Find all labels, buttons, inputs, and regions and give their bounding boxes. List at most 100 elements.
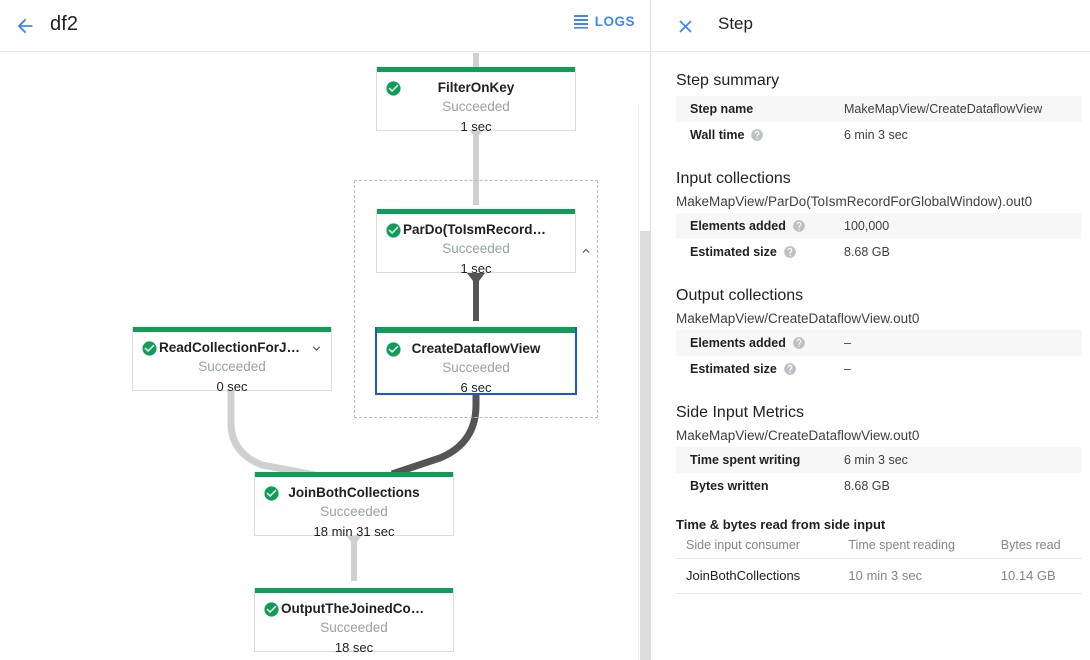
node-body: JoinBothCollections Succeeded 18 min 31 …: [255, 477, 453, 541]
row-key: Elements added: [690, 219, 786, 233]
logs-label: LOGS: [594, 13, 635, 29]
cell-time: 10 min 3 sec: [838, 558, 991, 594]
node-name: ParDo(ToIsmRecordFor…: [403, 222, 568, 237]
node-time: 6 sec: [460, 380, 492, 395]
node-time: 1 sec: [460, 261, 492, 276]
help-icon[interactable]: [750, 128, 764, 142]
node-time: 18 min 31 sec: [313, 524, 395, 539]
section-heading-step-summary: Step summary: [676, 72, 780, 89]
graph-node-read-collection-for-join[interactable]: ReadCollectionForJoin Succeeded 0 sec: [132, 327, 332, 394]
table-row: Estimated size 8.68 GB: [676, 239, 1082, 265]
graph-node-output-the-joined-collection[interactable]: OutputTheJoinedCollec… Succeeded 18 sec: [254, 588, 454, 655]
help-icon[interactable]: [792, 336, 806, 350]
row-value: 6 min 3 sec: [844, 453, 908, 467]
node-status: Succeeded: [442, 99, 510, 114]
graph-node-create-dataflow-view[interactable]: CreateDataflowView Succeeded 6 sec: [375, 327, 577, 395]
node-name: CreateDataflowView: [411, 341, 541, 356]
node-body: CreateDataflowView Succeeded 6 sec: [377, 333, 575, 397]
logs-button[interactable]: LOGS: [573, 13, 635, 29]
top-bar: df2 LOGS: [0, 0, 650, 52]
check-circle-icon: [386, 81, 401, 96]
node-time: 18 sec: [334, 640, 374, 655]
column-header-bytes: Bytes read: [990, 534, 1082, 559]
row-key: Estimated size: [690, 245, 777, 259]
step-detail-panel: Step Step summary Step name MakeMapView/…: [652, 0, 1090, 660]
node-status: Succeeded: [198, 359, 266, 374]
step-summary-table: Step name MakeMapView/CreateDataflowView…: [676, 96, 1082, 148]
table-row: Bytes written 8.68 GB: [676, 473, 1082, 499]
page-title: df2: [50, 13, 79, 35]
column-header-consumer: Side input consumer: [676, 534, 839, 559]
cell-bytes: 10.14 GB: [990, 558, 1082, 594]
row-value: 8.68 GB: [844, 245, 890, 259]
check-circle-icon: [142, 341, 157, 356]
close-x-icon[interactable]: [670, 11, 700, 41]
node-body: OutputTheJoinedCollec… Succeeded 18 sec: [255, 593, 453, 657]
node-body: FilterOnKey Succeeded 1 sec: [377, 72, 575, 136]
node-time: 1 sec: [460, 119, 492, 134]
row-value: MakeMapView/CreateDataflowView: [844, 102, 1043, 116]
node-status-bar: [377, 327, 575, 333]
side-input-reads-table: Side input consumer Time spent reading B…: [676, 534, 1082, 594]
table-row: Wall time 6 min 3 sec: [676, 122, 1082, 148]
section-heading-side-input-metrics: Side Input Metrics: [676, 404, 805, 421]
node-status: Succeeded: [442, 360, 510, 375]
graph-edges: [223, 53, 485, 581]
node-status: Succeeded: [320, 504, 388, 519]
node-time: 0 sec: [216, 379, 248, 394]
table-row: Estimated size –: [676, 356, 1082, 382]
panel-header: Step: [652, 0, 1090, 52]
row-key: Wall time: [690, 128, 745, 142]
graph-node-filter-on-key[interactable]: FilterOnKey Succeeded 1 sec: [376, 67, 576, 134]
row-key: Step name: [690, 102, 754, 116]
logs-list-icon: [573, 15, 588, 29]
node-name: OutputTheJoinedCollec…: [281, 601, 447, 616]
table-row: Elements added 100,000: [676, 213, 1082, 239]
check-circle-icon: [386, 223, 401, 238]
row-value: 100,000: [844, 219, 890, 233]
row-key: Bytes written: [690, 479, 769, 493]
check-circle-icon: [264, 602, 279, 617]
chevron-down-icon[interactable]: [309, 341, 324, 356]
table-row: JoinBothCollections 10 min 3 sec 10.14 G…: [676, 558, 1082, 594]
node-status: Succeeded: [320, 620, 388, 635]
node-body: ParDo(ToIsmRecordFor… Succeeded 1 sec: [377, 214, 575, 278]
column-header-time: Time spent reading: [838, 534, 991, 559]
table-row: Elements added –: [676, 330, 1082, 356]
row-value: 6 min 3 sec: [844, 128, 908, 142]
output-collections-table: Elements added – Estimated size –: [676, 330, 1082, 382]
row-value: –: [844, 362, 851, 376]
output-collection-name: MakeMapView/CreateDataflowView.out0: [676, 311, 920, 326]
panel-scrollbar-thumb[interactable]: [640, 231, 650, 660]
graph-node-pardo-toismrecordfor[interactable]: ParDo(ToIsmRecordFor… Succeeded 1 sec: [376, 209, 576, 276]
arrow-left-icon[interactable]: [8, 9, 42, 43]
row-value: 8.68 GB: [844, 479, 890, 493]
cell-consumer: JoinBothCollections: [676, 558, 839, 594]
check-circle-icon: [264, 486, 279, 501]
row-key: Time spent writing: [690, 453, 801, 467]
node-body: ReadCollectionForJoin Succeeded 0 sec: [133, 332, 331, 396]
node-status-bar: [377, 67, 575, 72]
table-header-row: Side input consumer Time spent reading B…: [676, 534, 1082, 559]
node-status-bar: [133, 327, 331, 332]
graph-node-join-both-collections[interactable]: JoinBothCollections Succeeded 18 min 31 …: [254, 472, 454, 539]
job-graph-pane: df2 LOGS: [0, 0, 651, 660]
node-name: ReadCollectionForJoin: [159, 340, 307, 355]
help-icon[interactable]: [792, 219, 806, 233]
help-icon[interactable]: [783, 362, 797, 376]
group-makemapview[interactable]: [354, 180, 598, 418]
pipeline-graph-canvas[interactable]: MakeMapView FilterOnKey Succeeded 1 sec: [0, 53, 650, 660]
table-row: Time spent writing 6 min 3 sec: [676, 447, 1082, 473]
check-circle-icon: [386, 342, 401, 357]
node-name: JoinBothCollections: [288, 485, 420, 500]
section-heading-output-collections: Output collections: [676, 287, 804, 304]
node-status: Succeeded: [442, 241, 510, 256]
node-name: FilterOnKey: [437, 80, 515, 95]
panel-title: Step: [718, 14, 753, 33]
row-key: Elements added: [690, 336, 786, 350]
help-icon[interactable]: [783, 245, 797, 259]
node-status-bar: [255, 472, 453, 477]
row-key: Estimated size: [690, 362, 777, 376]
panel-scrollbar-track[interactable]: [638, 106, 650, 660]
